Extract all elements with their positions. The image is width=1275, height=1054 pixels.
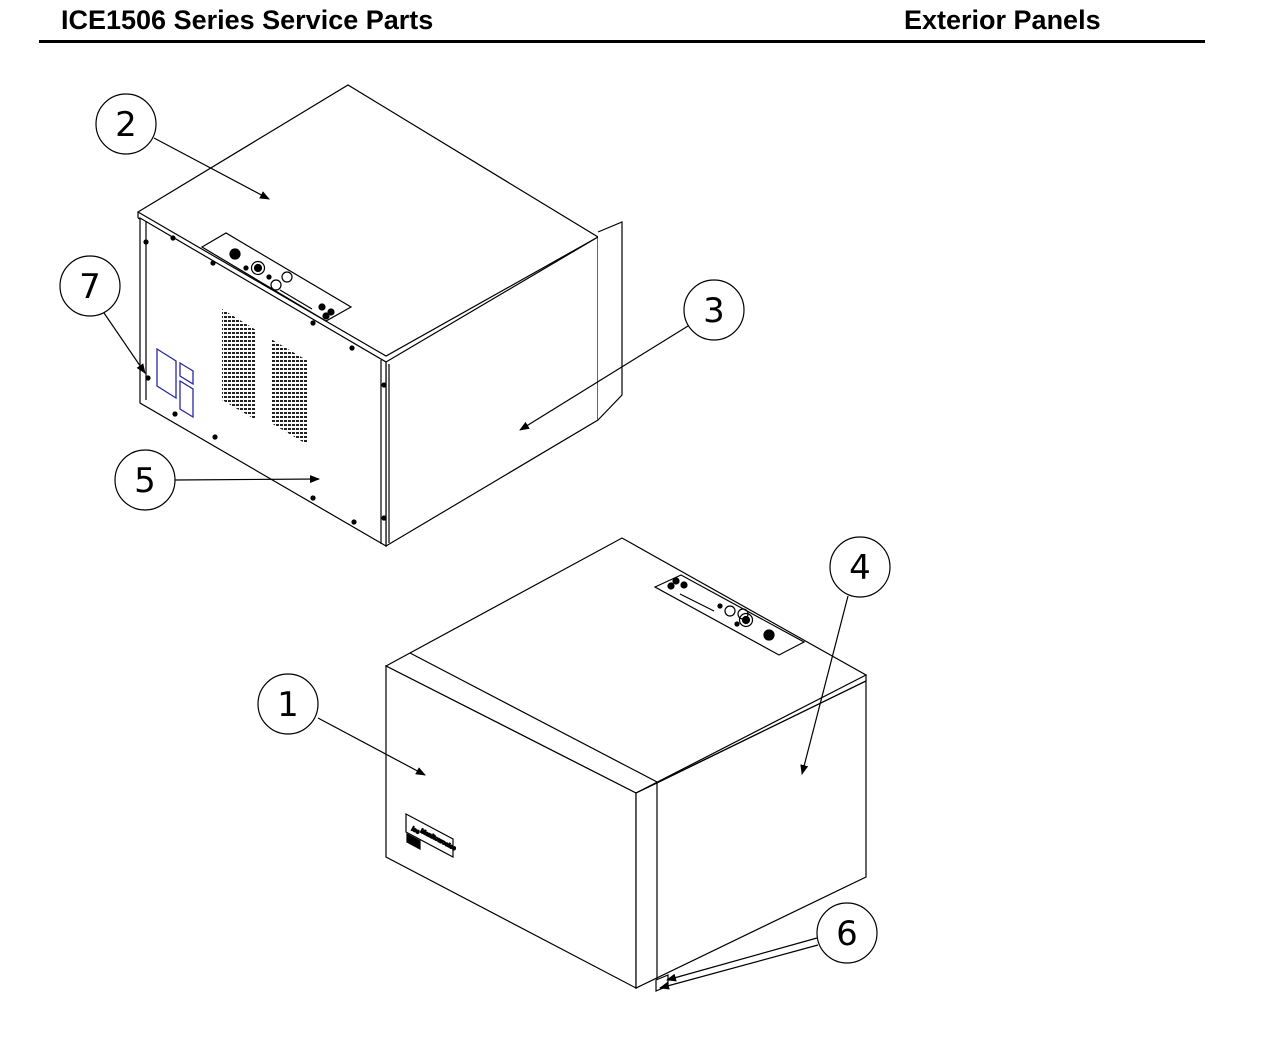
front-logo-badge: ice ManitowocIce <box>405 813 458 858</box>
callout-7 <box>59 255 146 374</box>
document-title: ICE1506 Series Service Parts <box>61 5 434 35</box>
callout-2-label: 2 <box>115 105 137 145</box>
callout-6-label: 6 <box>836 914 858 954</box>
callout-2 <box>95 93 270 200</box>
logo-mark: ice <box>410 826 421 836</box>
callout-5 <box>114 449 320 511</box>
callout-1 <box>257 673 426 776</box>
rear-louver-left <box>222 309 256 420</box>
rear-label <box>156 347 194 419</box>
rear-fittings <box>229 248 335 320</box>
callout-4 <box>800 536 891 775</box>
rear-louver-right <box>271 339 308 445</box>
section-title: Exterior Panels <box>904 5 1101 35</box>
rear-panel <box>139 216 387 548</box>
callout-3-label: 3 <box>703 291 725 331</box>
front-fittings <box>667 577 775 641</box>
callout-3 <box>519 279 745 431</box>
rear-view-cabinet <box>136 84 623 548</box>
callout-7-label: 7 <box>79 267 101 307</box>
callout-5-label: 5 <box>134 461 156 501</box>
callout-4-label: 4 <box>849 548 871 588</box>
callout-1-label: 1 <box>277 685 299 725</box>
header-rule <box>39 40 1205 43</box>
panel-screws <box>143 235 387 525</box>
front-view-cabinet: ice ManitowocIce <box>384 537 868 992</box>
callout-6 <box>659 902 878 990</box>
callouts: 2 7 3 5 4 1 6 <box>59 93 891 990</box>
